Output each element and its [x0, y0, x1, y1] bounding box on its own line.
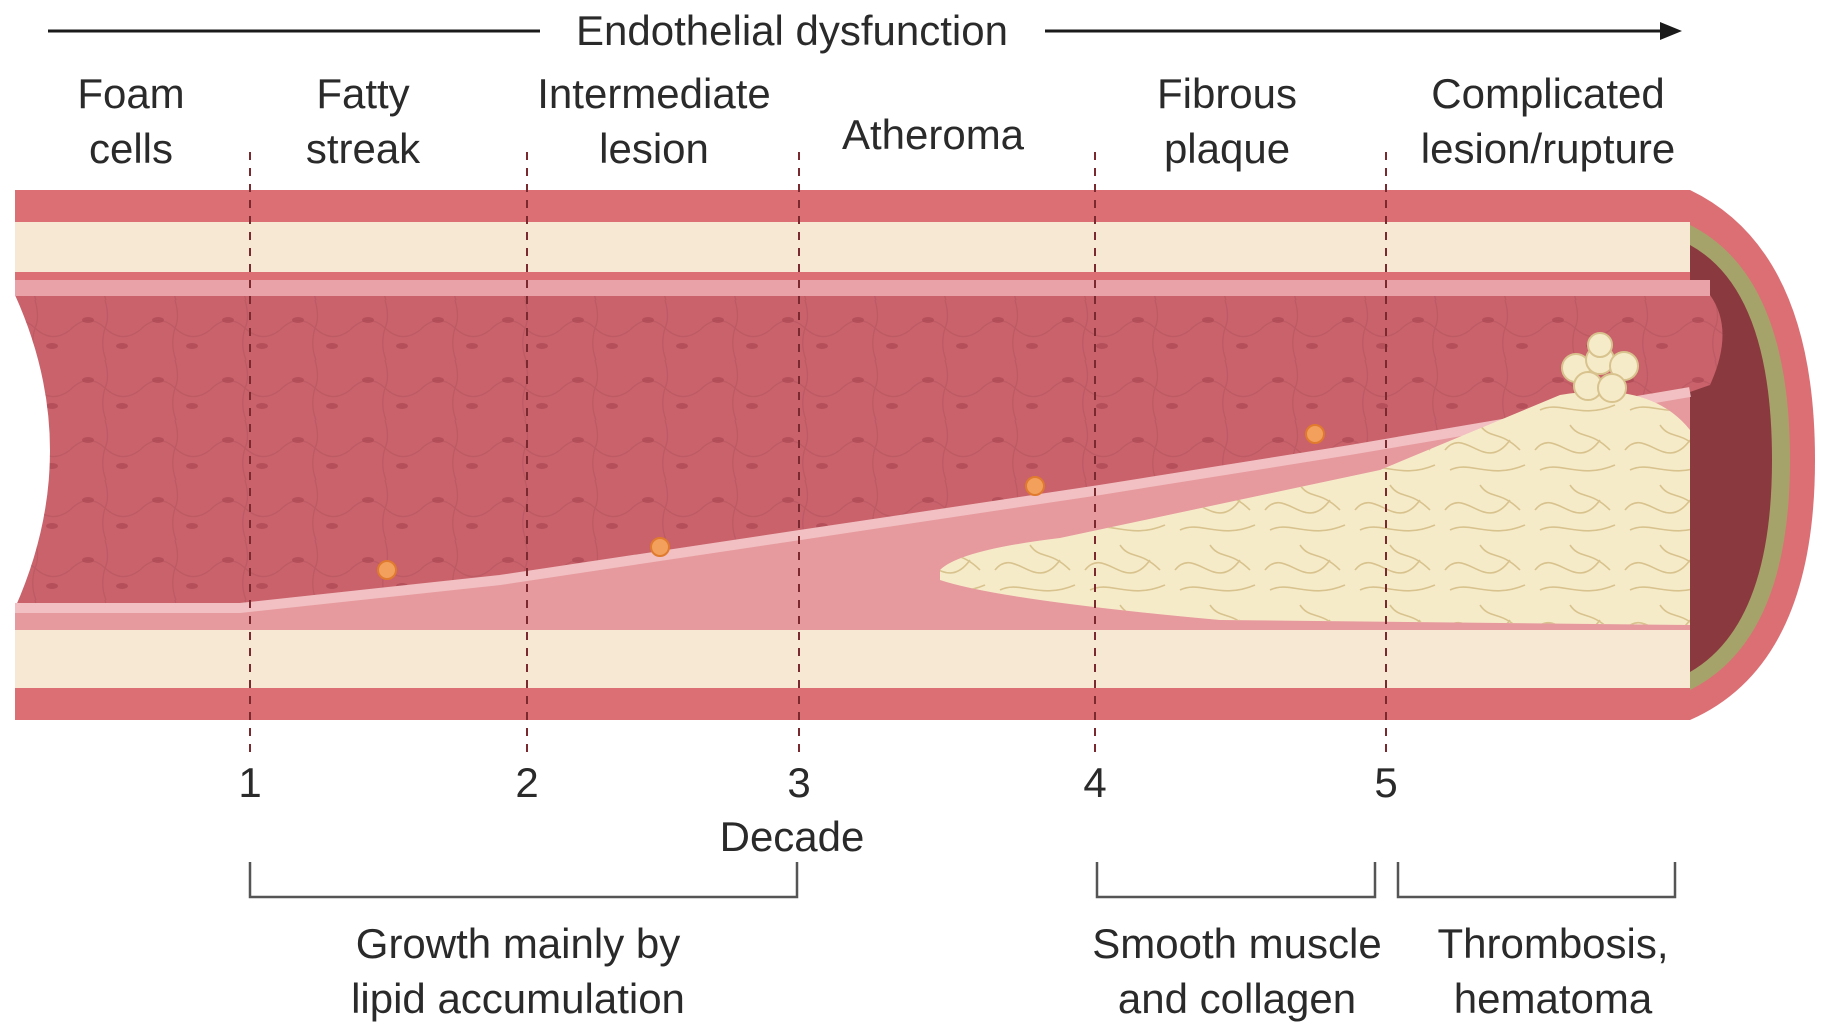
- bracket-lipid: [250, 862, 797, 897]
- bracket-1-line2: lipid accumulation: [351, 975, 685, 1022]
- stage-2-line2: streak: [306, 125, 421, 172]
- growth-brackets: [250, 862, 1675, 897]
- bracket-1-line1: Growth mainly by: [356, 920, 680, 967]
- bracket-3-line2: hematoma: [1454, 975, 1653, 1022]
- bracket-2-line1: Smooth muscle: [1092, 920, 1381, 967]
- stage-4-line1: Atheroma: [842, 111, 1025, 158]
- artery-illustration: [15, 190, 1815, 720]
- top-cream-layer: [15, 222, 1690, 272]
- bracket-3-line1: Thrombosis,: [1437, 920, 1668, 967]
- decade-axis: 1 2 3 4 5 Decade: [238, 759, 1397, 860]
- bottom-cream-layer: [15, 630, 1690, 688]
- stage-2-line1: Fatty: [316, 70, 409, 117]
- bracket-2-line2: and collagen: [1118, 975, 1356, 1022]
- stage-3-line1: Intermediate: [537, 70, 770, 117]
- decade-tick-2: 2: [515, 759, 538, 806]
- endothelial-dysfunction-arrow: Endothelial dysfunction: [48, 7, 1682, 54]
- stage-5-line2: plaque: [1164, 125, 1290, 172]
- stage-3-line2: lesion: [599, 125, 709, 172]
- decade-tick-3: 3: [787, 759, 810, 806]
- stage-labels: Foam cells Fatty streak Intermediate les…: [77, 70, 1675, 172]
- stage-6-line2: lesion/rupture: [1421, 125, 1675, 172]
- top-outer-wall: [15, 190, 1690, 222]
- stage-5-line1: Fibrous: [1157, 70, 1297, 117]
- foam-cell-marker-1: [378, 561, 396, 579]
- foam-cell-marker-2: [651, 538, 669, 556]
- stage-6-line1: Complicated: [1431, 70, 1664, 117]
- decade-tick-5: 5: [1374, 759, 1397, 806]
- decade-tick-1: 1: [238, 759, 261, 806]
- bracket-smooth-muscle: [1097, 862, 1375, 897]
- decade-axis-label: Decade: [720, 813, 865, 860]
- foam-cell-marker-4: [1306, 425, 1324, 443]
- bracket-thrombosis: [1398, 862, 1675, 897]
- stage-1-line1: Foam: [77, 70, 184, 117]
- bottom-outer-wall: [15, 688, 1690, 720]
- header-arrow-label: Endothelial dysfunction: [576, 7, 1008, 54]
- stage-1-line2: cells: [89, 125, 173, 172]
- foam-cell-marker-3: [1026, 477, 1044, 495]
- arrow-head: [1660, 22, 1682, 40]
- top-endothelium: [15, 280, 1710, 296]
- decade-tick-4: 4: [1083, 759, 1106, 806]
- bracket-labels: Growth mainly by lipid accumulation Smoo…: [351, 920, 1668, 1022]
